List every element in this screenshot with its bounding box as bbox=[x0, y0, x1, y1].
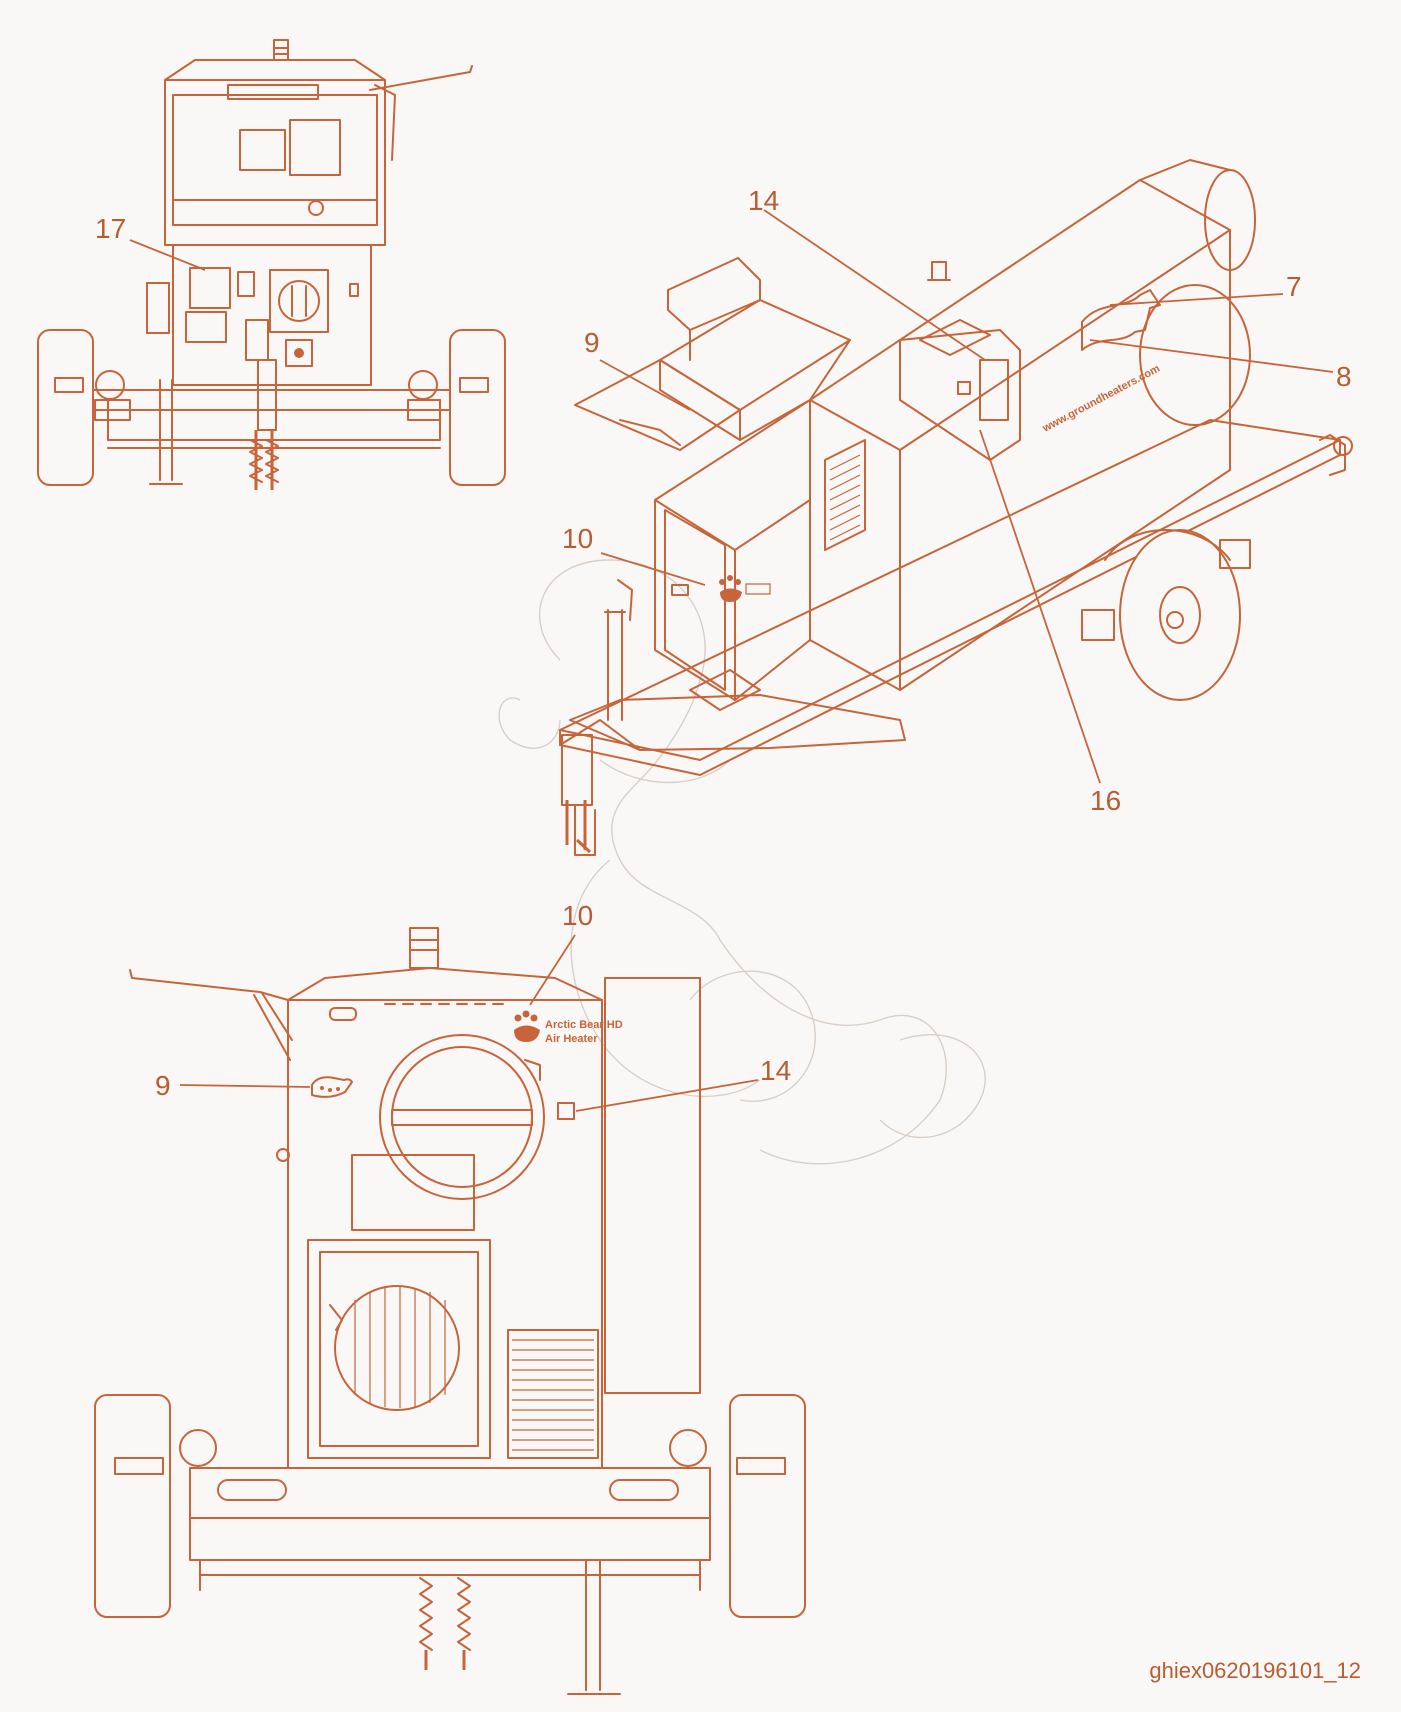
front-view-drawing: Arctic Bear HD Air Heater bbox=[94, 927, 806, 1695]
callout-8: 8 bbox=[1336, 361, 1352, 392]
bear-decal-front: Arctic Bear HD Air Heater bbox=[514, 1010, 623, 1045]
sticker-front-14 bbox=[557, 1102, 575, 1120]
callout-17: 17 bbox=[95, 213, 126, 244]
vent-grille-front bbox=[507, 1329, 599, 1459]
callout-10-iso: 10 bbox=[562, 523, 593, 554]
callout-10-front: 10 bbox=[562, 900, 593, 931]
callout-16: 16 bbox=[1090, 785, 1121, 816]
bear-plate-decal-front bbox=[311, 1076, 353, 1098]
drawing-code-label: ghiex0620196101_12 bbox=[1149, 1658, 1361, 1683]
website-decal-iso: www.groundheaters.com bbox=[1040, 362, 1162, 435]
ghost-mascot-drawing bbox=[498, 559, 986, 1165]
callout-14-iso: 14 bbox=[748, 185, 779, 216]
callout-14-front: 14 bbox=[760, 1055, 791, 1086]
callout-9-iso: 9 bbox=[584, 327, 600, 358]
callout-7: 7 bbox=[1286, 271, 1302, 302]
callout-9-front: 9 bbox=[155, 1070, 171, 1101]
brand-decal-line2: Air Heater bbox=[545, 1033, 598, 1045]
brand-decal-line1: Arctic Bear HD bbox=[545, 1019, 623, 1031]
leader-lines bbox=[129, 209, 1334, 1112]
vent-grille-iso bbox=[824, 439, 866, 551]
callout-numbers: 17 14 7 8 9 10 16 10 9 14 bbox=[95, 185, 1352, 1101]
isometric-view-drawing: www.groundheaters.com bbox=[559, 159, 1353, 856]
rear-view-drawing bbox=[37, 39, 506, 490]
bear-decal-iso bbox=[719, 575, 771, 602]
